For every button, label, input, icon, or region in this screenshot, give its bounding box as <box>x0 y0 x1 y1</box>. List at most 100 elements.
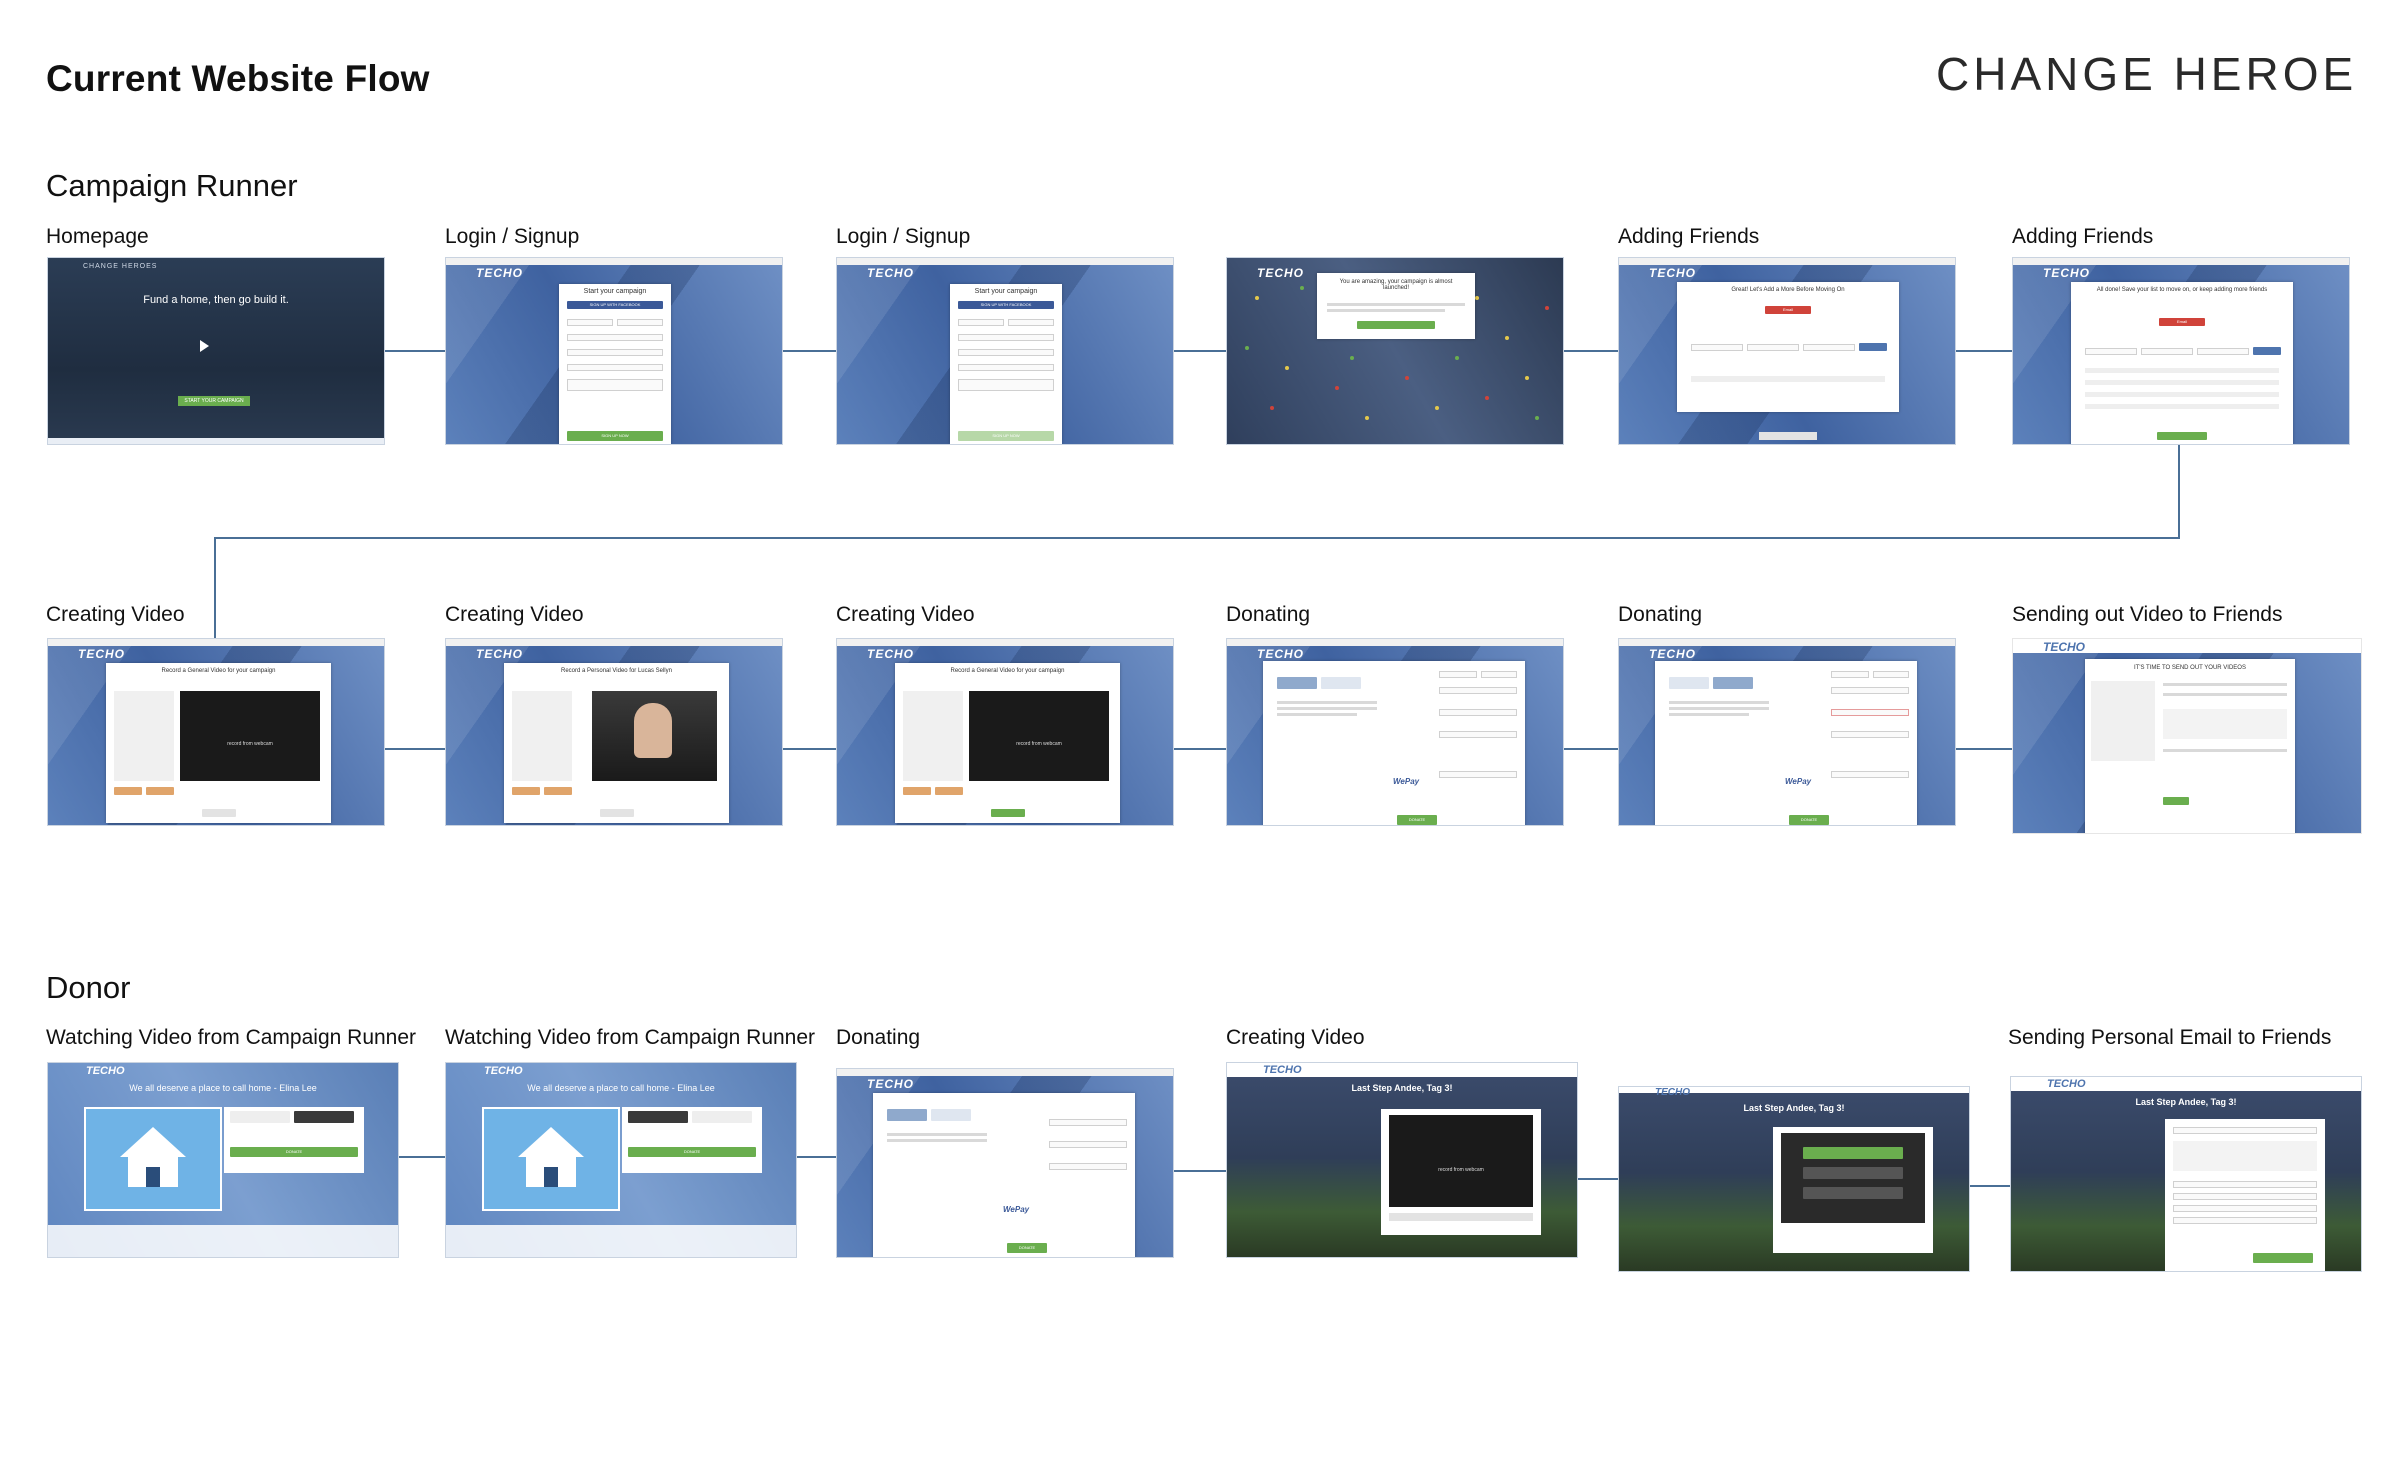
expiry-field[interactable] <box>1439 731 1517 738</box>
submit-button[interactable] <box>1859 343 1887 351</box>
last-name-field[interactable] <box>1481 671 1517 678</box>
save-list-button[interactable] <box>1759 432 1817 440</box>
video-player[interactable] <box>84 1107 222 1211</box>
name-field[interactable] <box>1747 344 1799 351</box>
confirm-field[interactable] <box>567 364 663 371</box>
screenshot-donate[interactable]: TECHO WePay DONATE <box>1226 638 1564 826</box>
friend-email-field[interactable] <box>2173 1193 2317 1200</box>
video-preview[interactable] <box>1781 1133 1925 1223</box>
skip-button[interactable] <box>114 787 142 795</box>
webcam-feed[interactable] <box>592 691 717 781</box>
screenshot-homepage[interactable]: CHANGE HEROES Fund a home, then go build… <box>47 257 385 445</box>
continue-button[interactable] <box>1357 321 1435 329</box>
screenshot-watch-video[interactable]: TECHO We all deserve a place to call hom… <box>47 1062 399 1258</box>
accept-button[interactable] <box>1803 1147 1903 1159</box>
upload-bar[interactable] <box>1389 1213 1533 1221</box>
start-campaign-button[interactable]: START YOUR CAMPAIGN <box>178 396 250 406</box>
subject-field[interactable] <box>2173 1127 2317 1134</box>
amount-field[interactable] <box>1831 771 1909 778</box>
expiry-field[interactable] <box>1049 1163 1127 1170</box>
card-field[interactable] <box>1831 709 1909 716</box>
next-button[interactable] <box>146 787 174 795</box>
message-field[interactable] <box>2163 709 2287 739</box>
message-field[interactable] <box>2173 1141 2317 1171</box>
screenshot-signup-filled[interactable]: TECHO Start your campaign SIGN UP WITH F… <box>836 257 1174 445</box>
message-field[interactable] <box>958 379 1054 391</box>
record-webcam-label[interactable]: record from webcam <box>227 741 273 747</box>
last-name-field[interactable] <box>1008 319 1054 326</box>
email-field[interactable] <box>1439 687 1517 694</box>
screenshot-record-personal[interactable]: TECHO Record a Personal Video for Lucas … <box>445 638 783 826</box>
play-icon[interactable] <box>200 340 209 352</box>
screenshot-watch-video-2[interactable]: TECHO We all deserve a place to call hom… <box>445 1062 797 1258</box>
save-list-button[interactable] <box>2157 432 2207 440</box>
submit-button[interactable] <box>2253 347 2281 355</box>
friend-email-field[interactable] <box>2173 1181 2317 1188</box>
first-name-field[interactable] <box>1831 671 1869 678</box>
tab-general[interactable] <box>230 1111 290 1123</box>
screenshot-add-friends[interactable]: TECHO Great! Let's Add a More Before Mov… <box>1618 257 1956 445</box>
skip-button[interactable] <box>512 787 540 795</box>
card-field[interactable] <box>1439 709 1517 716</box>
screenshot-send-videos[interactable]: TECHO IT'S TIME TO SEND OUT YOUR VIDEOS <box>2012 638 2362 834</box>
tab-general[interactable] <box>1277 677 1317 689</box>
name-field[interactable] <box>2141 348 2193 355</box>
next-button[interactable] <box>544 787 572 795</box>
donate-button[interactable]: DONATE <box>1789 815 1829 825</box>
amount-field[interactable] <box>1439 771 1517 778</box>
tab-personal[interactable] <box>1713 677 1753 689</box>
tab-general[interactable] <box>887 1109 927 1121</box>
video-player[interactable] <box>482 1107 620 1211</box>
tab-personal[interactable] <box>692 1111 752 1123</box>
record-webcam-label[interactable]: record from webcam <box>1016 741 1062 747</box>
first-name-field[interactable] <box>958 319 1004 326</box>
email-button[interactable]: Email <box>1765 306 1811 314</box>
signup-button[interactable]: SIGN UP NOW <box>958 431 1054 441</box>
tab-personal[interactable] <box>294 1111 354 1123</box>
screenshot-send-email[interactable]: TECHO Last Step Andee, Tag 3! <box>2010 1076 2362 1272</box>
screenshot-donor-donate[interactable]: TECHO WePay DONATE <box>836 1068 1174 1258</box>
screenshot-signup[interactable]: TECHO Start your campaign SIGN UP WITH F… <box>445 257 783 445</box>
done-button[interactable] <box>600 809 634 817</box>
screenshot-record-general[interactable]: TECHO Record a General Video for your ca… <box>47 638 385 826</box>
screenshot-record-general-done[interactable]: TECHO Record a General Video for your ca… <box>836 638 1174 826</box>
last-name-field[interactable] <box>1873 671 1909 678</box>
signup-button[interactable]: SIGN UP NOW <box>567 431 663 441</box>
screenshot-tag-review[interactable]: TECHO Last Step Andee, Tag 3! <box>1618 1086 1970 1272</box>
email-field[interactable] <box>1831 687 1909 694</box>
tab-personal[interactable] <box>931 1109 971 1121</box>
donate-button[interactable]: DONATE <box>1007 1243 1047 1253</box>
donate-button[interactable]: DONATE <box>230 1147 358 1157</box>
donate-button[interactable]: DONATE <box>628 1147 756 1157</box>
card-field[interactable] <box>1049 1141 1127 1148</box>
review-button[interactable] <box>1803 1187 1903 1199</box>
tab-personal[interactable] <box>1321 677 1361 689</box>
facebook-signup-button[interactable]: SIGN UP WITH FACEBOOK <box>958 301 1054 309</box>
tab-general[interactable] <box>1669 677 1709 689</box>
facebook-signup-button[interactable]: SIGN UP WITH FACEBOOK <box>567 301 663 309</box>
expiry-field[interactable] <box>1831 731 1909 738</box>
message-field[interactable] <box>567 379 663 391</box>
password-field[interactable] <box>958 349 1054 356</box>
friend-email-field[interactable] <box>2173 1217 2317 1224</box>
email-field[interactable] <box>567 334 663 341</box>
screenshot-donate-filled[interactable]: TECHO WePay DONATE <box>1618 638 1956 826</box>
video-preview[interactable]: record from webcam <box>1389 1115 1533 1207</box>
first-name-field[interactable] <box>1439 671 1477 678</box>
screenshot-tag-record[interactable]: TECHO Last Step Andee, Tag 3! record fro… <box>1226 1062 1578 1258</box>
email-button[interactable]: Email <box>2159 318 2205 326</box>
friend-email-field[interactable] <box>2173 1205 2317 1212</box>
screenshot-campaign-launched[interactable]: TECHO You are amazing, your campaign is … <box>1226 257 1564 445</box>
screenshot-add-friends-list[interactable]: TECHO All done! Save your list to move o… <box>2012 257 2350 445</box>
name-field[interactable] <box>2085 348 2137 355</box>
next-button[interactable] <box>935 787 963 795</box>
email-field[interactable] <box>1049 1119 1127 1126</box>
done-button[interactable] <box>991 809 1025 817</box>
confirm-field[interactable] <box>958 364 1054 371</box>
video-preview[interactable]: record from webcam <box>180 691 320 781</box>
last-name-field[interactable] <box>617 319 663 326</box>
first-name-field[interactable] <box>567 319 613 326</box>
name-field[interactable] <box>1691 344 1743 351</box>
email-field[interactable] <box>958 334 1054 341</box>
email-field[interactable] <box>1803 344 1855 351</box>
